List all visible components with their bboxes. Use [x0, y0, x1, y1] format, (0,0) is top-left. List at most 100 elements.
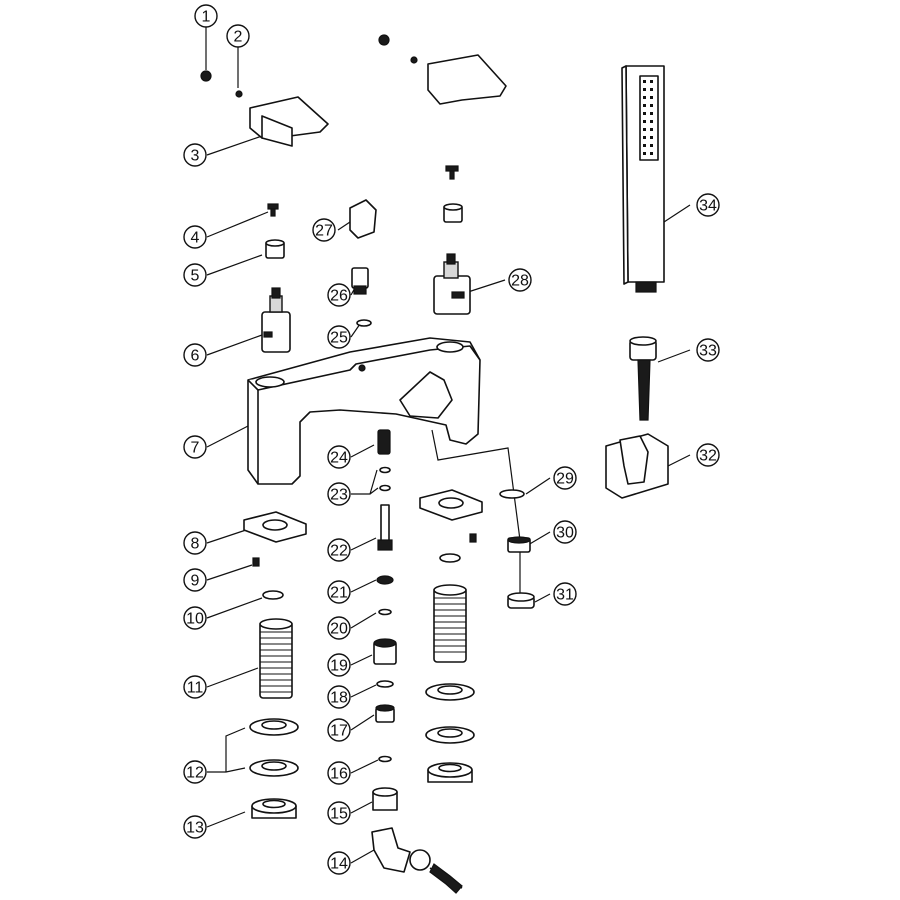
back-nut-13 — [251, 798, 297, 819]
leader-17 — [350, 714, 375, 731]
leader-19 — [350, 654, 373, 666]
callout-11: 11 — [183, 675, 207, 699]
callout-18: 18 — [327, 685, 351, 709]
elbow-connector-14 — [371, 827, 463, 894]
tap-body-7 — [247, 337, 481, 485]
callout-1: 1 — [194, 4, 218, 28]
callout-number: 4 — [191, 230, 200, 247]
washer-29 — [499, 489, 525, 499]
callout-circle — [696, 338, 720, 362]
leader-4 — [206, 211, 269, 238]
callout-circle — [183, 760, 207, 784]
callout-circle — [327, 685, 351, 709]
cap-27 — [349, 199, 377, 239]
callout-number: 18 — [330, 690, 348, 707]
callout-number: 10 — [186, 611, 204, 628]
leader-18 — [350, 684, 377, 698]
callout-19: 19 — [327, 653, 351, 677]
leader-15 — [350, 801, 373, 814]
callout-number: 19 — [330, 658, 348, 675]
callout-12: 12 — [183, 760, 207, 784]
callout-number: 14 — [330, 856, 348, 873]
callout-number: 26 — [330, 288, 348, 305]
washer-10 — [262, 590, 284, 600]
leader-8 — [206, 529, 247, 544]
callout-2: 2 — [226, 24, 250, 48]
adaptor-26 — [351, 267, 369, 295]
spring-24 — [377, 429, 391, 455]
leader-6 — [206, 334, 263, 356]
aerator-housing-30 — [507, 536, 531, 553]
callout-31: 31 — [553, 582, 577, 606]
callout-circle — [183, 531, 207, 555]
callout-number: 2 — [234, 29, 243, 46]
callout-5: 5 — [183, 263, 207, 287]
leader-33 — [657, 349, 691, 363]
callout-28: 28 — [508, 268, 532, 292]
cartridge-28 — [433, 253, 471, 315]
screw-4 — [267, 203, 279, 217]
callout-32: 32 — [696, 443, 720, 467]
leader-31 — [534, 593, 551, 603]
leader-24 — [350, 444, 375, 458]
mounting-plate-8 — [243, 511, 307, 543]
callout-16: 16 — [327, 761, 351, 785]
washer-12-top — [249, 718, 299, 736]
callout-6: 6 — [183, 343, 207, 367]
leader-16 — [350, 759, 379, 774]
callout-circle — [696, 443, 720, 467]
callout-number: 7 — [191, 440, 200, 457]
callout-number: 5 — [191, 268, 200, 285]
callout-number: 32 — [699, 448, 717, 465]
o-ring-16 — [378, 755, 392, 763]
callout-10: 10 — [183, 606, 207, 630]
leader-21 — [350, 579, 377, 593]
callout-circle — [553, 582, 577, 606]
callout-circle — [327, 718, 351, 742]
washer-12-bottom — [249, 759, 299, 777]
callout-number: 23 — [330, 487, 348, 504]
wall-bracket-32 — [605, 433, 669, 499]
callout-circle — [312, 218, 336, 242]
callout-7: 7 — [183, 435, 207, 459]
leader-22 — [350, 537, 377, 551]
callout-number: 13 — [186, 820, 204, 837]
leader-28 — [467, 279, 506, 293]
housing-19 — [373, 638, 397, 665]
callout-number: 12 — [186, 765, 204, 782]
callout-circle — [183, 225, 207, 249]
callout-circle — [183, 263, 207, 287]
callout-29: 29 — [553, 466, 577, 490]
callout-number: 30 — [556, 525, 574, 542]
callout-14: 14 — [327, 851, 351, 875]
o-ring-20 — [378, 608, 392, 616]
grub-screw-9 — [252, 557, 260, 567]
lever-handle-right — [378, 34, 507, 105]
callout-circle — [183, 143, 207, 167]
spout-assembly-guide — [431, 429, 521, 596]
leader-14 — [350, 849, 375, 864]
callout-33: 33 — [696, 338, 720, 362]
callout-number: 25 — [330, 330, 348, 347]
callout-26: 26 — [327, 283, 351, 307]
leader-9 — [206, 564, 253, 581]
callout-9: 9 — [183, 568, 207, 592]
callout-circle — [194, 4, 218, 28]
callout-circle — [183, 568, 207, 592]
callout-number: 21 — [330, 585, 348, 602]
leader-30 — [527, 531, 551, 546]
leader-20 — [350, 612, 377, 629]
callout-number: 17 — [330, 723, 348, 740]
washer-right-upper — [439, 553, 461, 563]
callout-circle — [183, 343, 207, 367]
callout-circle — [327, 283, 351, 307]
grub-screw-right — [469, 533, 477, 543]
mounting-plate-right — [419, 489, 483, 521]
lever-handle-left — [249, 96, 329, 147]
callout-circle — [183, 606, 207, 630]
callout-21: 21 — [327, 580, 351, 604]
leader-10 — [206, 597, 263, 619]
callout-labels: 1234567891011121314151617181920212223242… — [183, 4, 720, 875]
o-ring-25 — [356, 319, 372, 327]
